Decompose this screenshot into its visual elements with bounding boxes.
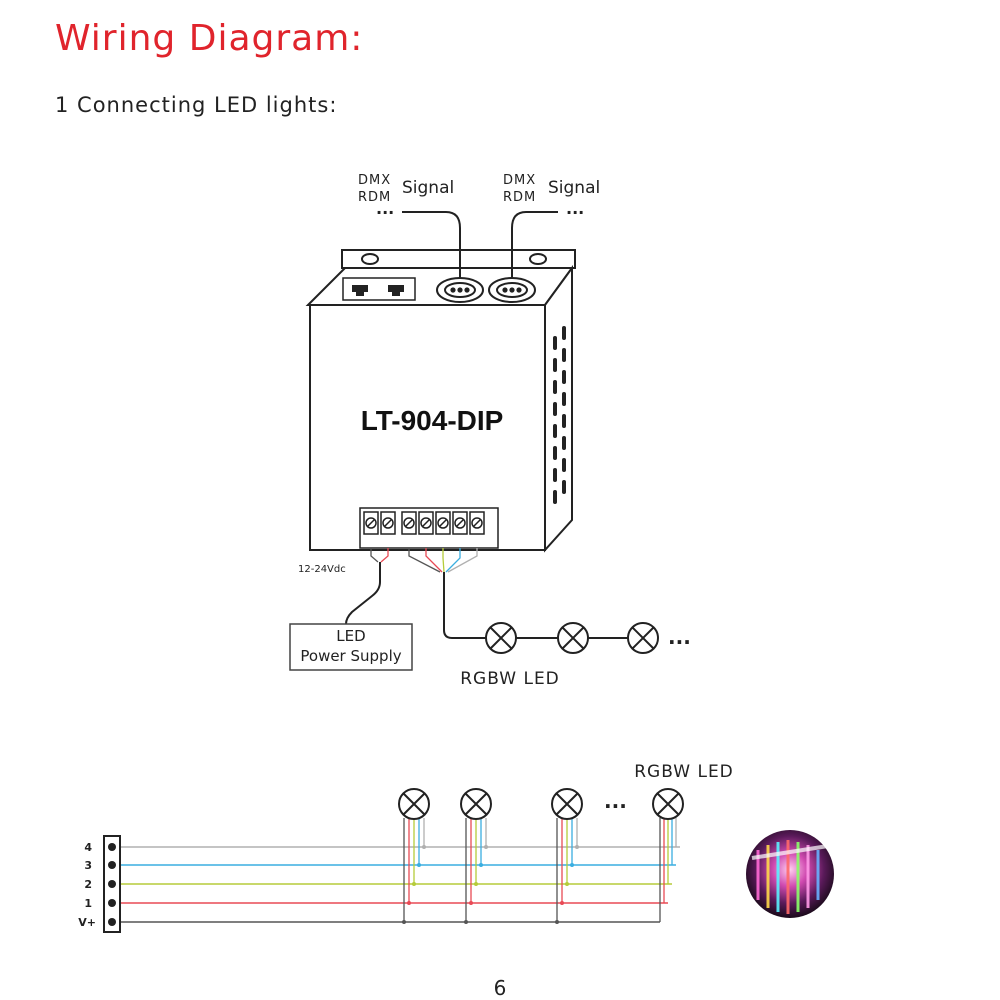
bottom-led-label: RGBW LED xyxy=(634,762,734,782)
signal-out-protocol-2: RDM xyxy=(503,190,536,205)
led-lamp-icon xyxy=(652,788,684,820)
led-lamp-icon xyxy=(627,622,659,654)
terminal-block xyxy=(359,507,499,549)
led-lamp-icon xyxy=(557,622,589,654)
page-title: Wiring Diagram: xyxy=(55,18,364,59)
led-lamp-icon xyxy=(485,622,517,654)
power-supply-label-2: Power Supply xyxy=(300,647,401,665)
terminal-label-2: 2 xyxy=(84,878,92,891)
led-chain-dots: ... xyxy=(668,625,691,649)
signal-in-dots: ... xyxy=(376,199,394,218)
rj45-ports xyxy=(342,277,416,301)
signal-out-dots: ... xyxy=(566,199,584,218)
led-drop-wires xyxy=(403,818,677,922)
signal-in-protocol-1: DMX xyxy=(358,173,391,188)
bottom-led-dots: ... xyxy=(604,789,627,813)
xlr-port-in xyxy=(436,277,484,303)
led-output-cable xyxy=(443,572,486,639)
led-lamp-icon xyxy=(551,788,583,820)
signal-in-label: Signal xyxy=(402,178,454,198)
terminal-label-4: 4 xyxy=(84,841,92,854)
xlr-port-out xyxy=(488,277,536,303)
terminal-wires xyxy=(370,548,478,573)
led-product-photo xyxy=(746,830,834,918)
terminal-label-1: 1 xyxy=(84,897,92,910)
output-connector xyxy=(103,835,121,933)
vent-slots xyxy=(553,326,566,504)
power-supply-box xyxy=(289,623,413,671)
junction-dots xyxy=(402,845,579,924)
power-supply-label-1: LED xyxy=(336,627,365,645)
terminal-label-vplus: V+ xyxy=(78,916,96,929)
led-lamp-icon xyxy=(460,788,492,820)
signal-out-label: Signal xyxy=(548,178,600,198)
signal-out-protocol-1: DMX xyxy=(503,173,536,188)
led-lamp-icon xyxy=(398,788,430,820)
signal-cables xyxy=(402,211,558,278)
page-number: 6 xyxy=(493,976,507,1000)
section-heading: 1 Connecting LED lights: xyxy=(55,93,338,117)
signal-in-protocol-2: RDM xyxy=(358,190,391,205)
power-cable xyxy=(345,562,381,625)
device-model-label: LT-904-DIP xyxy=(361,405,504,436)
terminal-label-3: 3 xyxy=(84,859,92,872)
voltage-label: 12-24Vdc xyxy=(298,564,346,575)
top-led-label: RGBW LED xyxy=(460,669,560,689)
bus-wires xyxy=(120,846,680,923)
